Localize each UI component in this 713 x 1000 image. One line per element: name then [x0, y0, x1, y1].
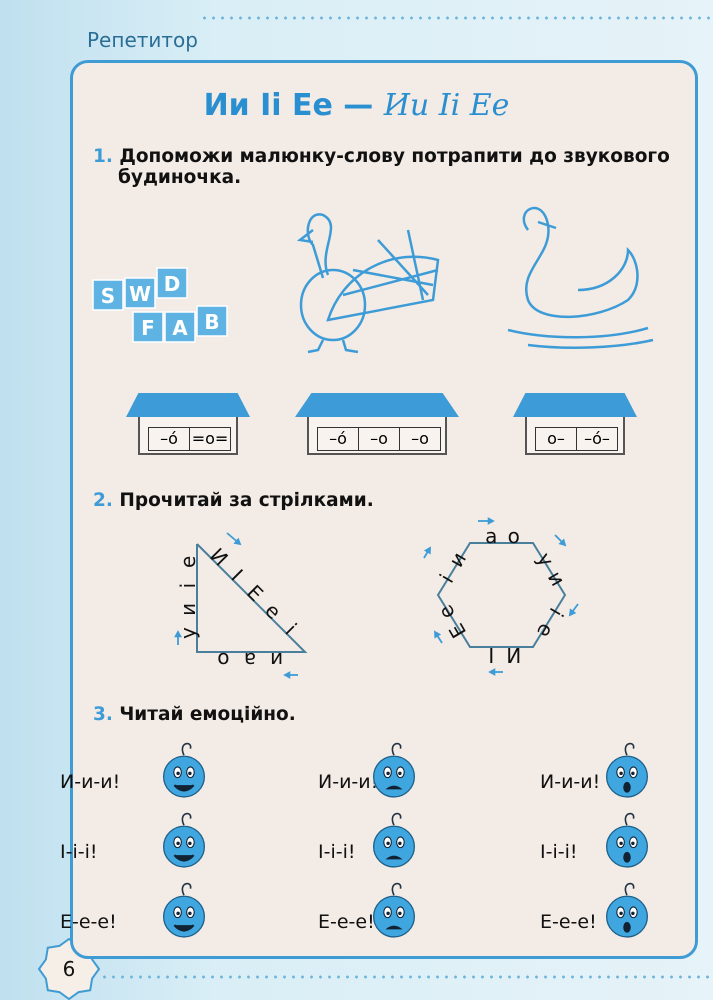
sound-cell: о– [547, 429, 565, 448]
happy-face-icon [162, 738, 206, 802]
surprised-face-icon [605, 738, 649, 802]
sound-house: о– –о́– [513, 393, 637, 455]
page-number: 6 [63, 957, 76, 981]
letter-cube: B [196, 305, 228, 337]
exclamation-text: Е-е-е! [318, 911, 375, 933]
svg-text:F: F [141, 316, 155, 340]
decor-dots-top [200, 16, 713, 20]
sound-cell: =о= [189, 428, 230, 450]
exclamation-text: І-і-і! [318, 841, 356, 863]
letter-cube: D [156, 267, 188, 299]
swan-image [507, 206, 654, 349]
exclamation-text: И-и-и! [318, 771, 379, 793]
sound-cell: –о [358, 428, 399, 450]
sound-house: –о́ =о= [126, 393, 250, 455]
happy-face-icon [162, 808, 206, 872]
surprised-face-icon [605, 808, 649, 872]
header-title: Репетитор [87, 28, 198, 52]
exclamation-text: Е-е-е! [540, 911, 597, 933]
exclamation-text: Е-е-е! [60, 911, 117, 933]
happy-face-icon [162, 878, 206, 942]
page-title: Ии Іі Ее — Ии Іі Ее [203, 88, 510, 123]
letter-cube: F [132, 311, 164, 343]
letter-cube: A [164, 311, 196, 343]
sad-face-icon [372, 738, 416, 802]
sound-cell: –о [399, 428, 440, 450]
svg-text:S: S [101, 284, 115, 308]
svg-text:B: B [204, 310, 219, 334]
sound-cell: –о́– [576, 428, 617, 450]
house-roof [513, 393, 637, 417]
task2-heading: 2. Прочитай за стрілками. [93, 490, 374, 511]
exclamation-text: И-и-и! [60, 771, 121, 793]
sound-house: –о́ –о–о [295, 393, 459, 455]
sound-cell: –о́ [160, 429, 178, 448]
house-roof [295, 393, 459, 417]
sad-face-icon [372, 878, 416, 942]
svg-text:W: W [129, 282, 151, 306]
letter-cube: S [92, 279, 124, 311]
sad-face-icon [372, 808, 416, 872]
turkey-image [296, 213, 440, 354]
exclamation-text: І-і-і! [60, 841, 98, 863]
worksheet-card [70, 60, 698, 959]
svg-text:A: A [172, 316, 188, 340]
decor-dots-bottom [100, 975, 713, 979]
exclamation-text: И-и-и! [540, 771, 601, 793]
svg-text:D: D [164, 272, 181, 296]
sound-cell: –о́ [329, 429, 347, 448]
task1-heading: 1. Допоможи малюнку-слову потрапити до з… [93, 146, 670, 188]
exclamation-text: І-і-і! [540, 841, 578, 863]
house-roof [126, 393, 250, 417]
letter-cube: W [124, 277, 156, 309]
task3-heading: 3. Читай емоційно. [93, 704, 296, 725]
surprised-face-icon [605, 878, 649, 942]
